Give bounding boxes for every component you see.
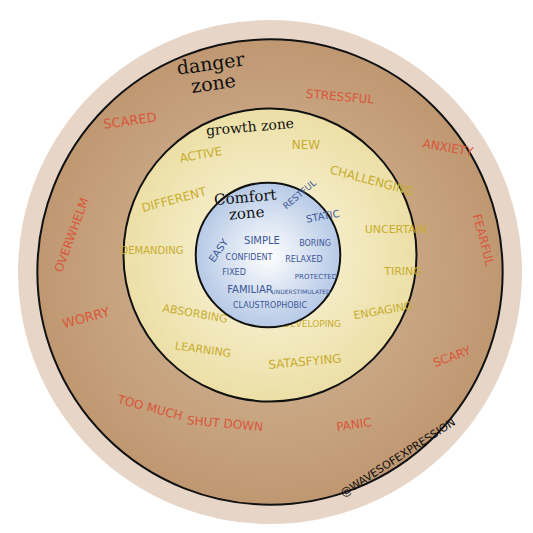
paint-wash — [18, 20, 522, 524]
comfort-zone-circle: Comfort zoneRESTFULSTATICEASYSIMPLEBORIN… — [195, 182, 341, 328]
feeling-word: PROTECTED — [295, 274, 337, 281]
feeling-word: FAMILIAR — [227, 285, 273, 296]
feeling-word: BORING — [299, 240, 331, 248]
feeling-word: FIXED — [222, 269, 246, 277]
feeling-word: SIMPLE — [244, 236, 280, 247]
feeling-word: UNDERSTIMULATED — [271, 289, 330, 295]
feeling-word: DEMANDING — [121, 246, 184, 257]
growth-zone-circle: growth zoneACTIVENEWDIFFERENTCHALLENGING… — [122, 107, 418, 403]
zone-circle — [37, 39, 502, 504]
feeling-word: UNCERTAIN — [365, 224, 428, 236]
zone-circle — [196, 183, 341, 328]
feeling-word: RELAXED — [285, 256, 322, 264]
zone-title: Comfort zone — [210, 187, 282, 224]
feeling-word: CONFIDENT — [226, 254, 273, 262]
feeling-word: TIRING — [384, 266, 422, 278]
feeling-word: NEW — [292, 139, 320, 152]
feeling-word: CLAUSTROPHOBIC — [233, 302, 307, 310]
